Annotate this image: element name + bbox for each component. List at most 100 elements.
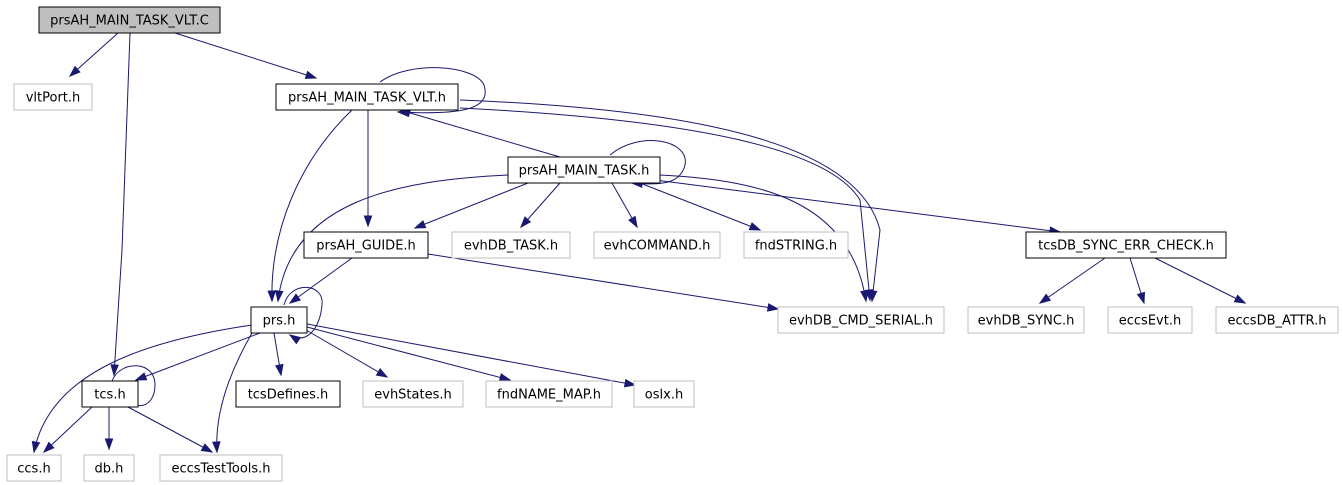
node-main[interactable]: prsAH_MAIN_TASK.h xyxy=(507,156,661,184)
node-fndName[interactable]: fndNAME_MAP.h xyxy=(485,380,613,408)
edge-main-to-main xyxy=(609,140,686,185)
node-label-eccsTest: eccsTestTools.h xyxy=(171,462,270,477)
node-box-fndStr[interactable] xyxy=(743,231,849,259)
node-label-root: prsAH_MAIN_TASK_VLT.C xyxy=(50,14,209,29)
edge-guide-to-evhSerial xyxy=(427,253,779,310)
node-box-tcsDef[interactable] xyxy=(235,380,341,408)
node-label-tcsDef: tcsDefines.h xyxy=(248,388,329,403)
node-tcsDef[interactable]: tcsDefines.h xyxy=(235,380,341,408)
edge-main-to-guide xyxy=(414,182,529,229)
arrowhead-main-to-guide xyxy=(413,220,427,229)
node-box-evhCmd[interactable] xyxy=(593,231,721,259)
node-box-db[interactable] xyxy=(83,454,135,482)
node-box-eccsAttr[interactable] xyxy=(1215,306,1339,334)
node-box-evhStates[interactable] xyxy=(362,380,464,408)
node-label-fndStr: fndSTRING.h xyxy=(755,239,837,254)
arrowhead-main-to-prs xyxy=(274,290,284,303)
node-label-eccsEvt: eccsEvt.h xyxy=(1119,314,1181,329)
node-evhSerial[interactable]: evhDB_CMD_SERIAL.h xyxy=(777,306,945,334)
node-label-vltPort: vltPort.h xyxy=(26,91,81,106)
node-box-ccs[interactable] xyxy=(6,454,62,482)
node-evhSyncH[interactable]: evhDB_SYNC.h xyxy=(967,306,1085,334)
arrowhead-root-to-vltPort xyxy=(68,65,81,77)
node-label-prs: prs.h xyxy=(263,314,296,329)
arrowhead-prs-to-oslx xyxy=(623,378,637,388)
node-tcs[interactable]: tcs.h xyxy=(81,380,139,408)
node-db[interactable]: db.h xyxy=(83,454,135,482)
node-box-eccsTest[interactable] xyxy=(159,454,283,482)
edge-tcs-to-eccsTest xyxy=(127,406,213,453)
arrowhead-prs-to-evhStates xyxy=(375,368,389,378)
node-eccsTest[interactable]: eccsTestTools.h xyxy=(159,454,283,482)
node-prs[interactable]: prs.h xyxy=(250,306,308,334)
node-label-tcs: tcs.h xyxy=(94,388,125,403)
node-box-vltPort[interactable] xyxy=(13,83,93,111)
node-box-evhSyncH[interactable] xyxy=(967,306,1085,334)
node-evhTask[interactable]: evhDB_TASK.h xyxy=(451,231,571,259)
edge-prs-to-fndName xyxy=(306,326,511,381)
edge-guide-to-prs xyxy=(289,257,353,304)
edge-prs-to-ccs xyxy=(33,324,253,453)
edge-main-to-fndStr xyxy=(639,182,761,231)
node-box-evhTask[interactable] xyxy=(451,231,571,259)
node-label-db: db.h xyxy=(95,462,124,477)
node-eccsEvt[interactable]: eccsEvt.h xyxy=(1107,306,1193,334)
arrowhead-tcs-to-db xyxy=(104,438,114,451)
nodes-layer: prsAH_MAIN_TASK_VLT.C vltPort.h prsAH_MAIN… xyxy=(6,6,1339,482)
arrowhead-prs-to-tcs xyxy=(134,372,148,381)
node-box-root[interactable] xyxy=(38,6,221,34)
node-label-guide: prsAH_GUIDE.h xyxy=(316,239,416,254)
edge-prs-to-prs xyxy=(283,286,323,339)
node-label-oslx: oslx.h xyxy=(645,388,683,403)
node-vltPort[interactable]: vltPort.h xyxy=(13,83,93,111)
node-guide[interactable]: prsAH_GUIDE.h xyxy=(303,231,429,259)
arrowhead-tcsSync-to-evhSyncH xyxy=(1038,293,1052,304)
arrowhead-tcs-to-eccsTest xyxy=(200,443,214,453)
node-fndStr[interactable]: fndSTRING.h xyxy=(743,231,849,259)
node-ccs[interactable]: ccs.h xyxy=(6,454,62,482)
arrowhead-guide-to-prs xyxy=(288,293,302,304)
node-oslx[interactable]: oslx.h xyxy=(633,380,695,408)
node-label-mainvlt: prsAH_MAIN_TASK_VLT.h xyxy=(288,91,446,106)
edge-tcs-to-ccs xyxy=(43,406,93,453)
node-label-evhTask: evhDB_TASK.h xyxy=(464,239,558,254)
node-label-evhSyncH: evhDB_SYNC.h xyxy=(978,314,1075,329)
node-label-main: prsAH_MAIN_TASK.h xyxy=(519,164,650,179)
node-mainvlt[interactable]: prsAH_MAIN_TASK_VLT.h xyxy=(275,83,459,111)
edge-mainvlt-to-main xyxy=(459,107,871,301)
edge-mainvlt-to-evhSerial xyxy=(459,99,881,302)
node-label-evhStates: evhStates.h xyxy=(374,388,452,403)
arrowhead-prs-to-ccs xyxy=(31,440,41,454)
arrowhead-mainvlt-to-prs xyxy=(267,290,277,303)
node-label-tcsSync: tcsDB_SYNC_ERR_CHECK.h xyxy=(1038,239,1214,254)
arrowhead-prs-to-eccsTest xyxy=(212,441,221,454)
node-evhCmd[interactable]: evhCOMMAND.h xyxy=(593,231,721,259)
arrowhead-main-to-fndStr xyxy=(748,222,762,231)
node-box-tcs[interactable] xyxy=(81,380,139,408)
arrowhead-tcs-to-ccs xyxy=(42,441,55,454)
node-root[interactable]: prsAH_MAIN_TASK_VLT.C xyxy=(38,6,221,34)
node-box-prs[interactable] xyxy=(250,306,308,334)
node-eccsAttr[interactable]: eccsDB_ATTR.h xyxy=(1215,306,1339,334)
node-tcsSync[interactable]: tcsDB_SYNC_ERR_CHECK.h xyxy=(1025,231,1227,259)
node-box-oslx[interactable] xyxy=(633,380,695,408)
edge-main-to-tcsSync xyxy=(654,179,1061,233)
edge-main-to-prs xyxy=(277,174,509,302)
node-box-evhSerial[interactable] xyxy=(777,306,945,334)
node-label-ccs: ccs.h xyxy=(17,462,50,477)
node-evhStates[interactable]: evhStates.h xyxy=(362,380,464,408)
edge-prs-to-tcs xyxy=(135,332,261,381)
arrowhead-mainvlt-to-guide xyxy=(363,215,373,228)
node-label-evhCmd: evhCOMMAND.h xyxy=(604,239,711,254)
node-box-mainvlt[interactable] xyxy=(275,83,459,111)
node-box-tcsSync[interactable] xyxy=(1025,231,1227,259)
node-box-guide[interactable] xyxy=(303,231,429,259)
node-box-fndName[interactable] xyxy=(485,380,613,408)
node-box-eccsEvt[interactable] xyxy=(1107,306,1193,334)
node-box-main[interactable] xyxy=(507,156,661,184)
edge-root-to-vltPort xyxy=(69,32,119,77)
arrowhead-main-to-evhTask xyxy=(520,216,532,229)
arrowhead-prs-to-tcsDef xyxy=(275,363,284,377)
node-label-fndName: fndNAME_MAP.h xyxy=(497,388,601,403)
